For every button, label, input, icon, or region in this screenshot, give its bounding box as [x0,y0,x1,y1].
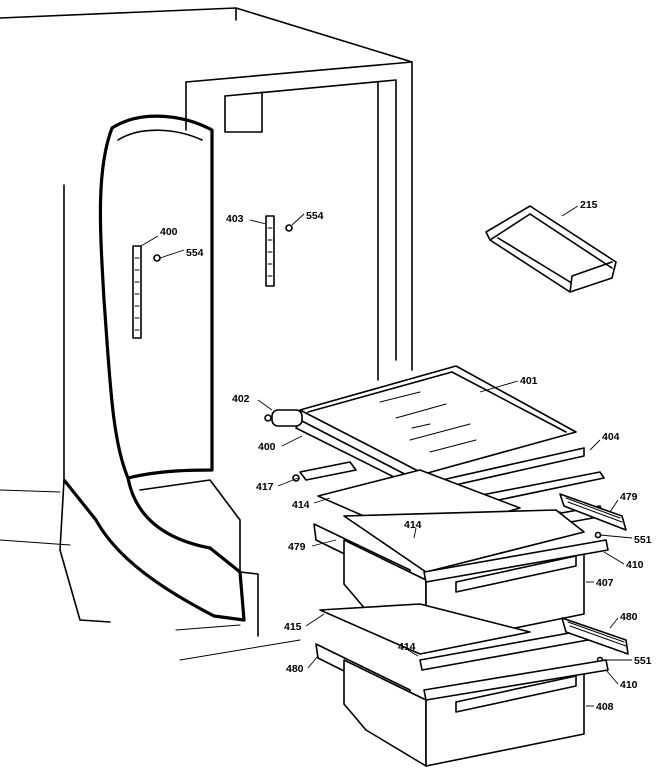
glass-shelf [264,365,585,493]
label-404: 404 [602,431,620,443]
label-554-right: 554 [306,210,324,222]
label-215: 215 [580,199,598,211]
callout-labels: 400 554 403 554 215 401 402 400 404 417 … [160,199,652,713]
label-414-top: 414 [292,499,310,511]
door-bin [485,205,617,293]
label-417: 417 [256,481,274,493]
lower-crisper-drawer [315,643,609,767]
label-414-low: 414 [398,641,416,653]
shelf-support-right [265,215,293,287]
label-402: 402 [232,393,250,405]
shelf-support-left [132,245,161,339]
label-479-right: 479 [620,491,638,503]
upper-slide-rail [559,493,627,539]
label-479-left: 479 [288,541,306,553]
label-403-left: 400 [160,226,178,238]
label-407: 407 [596,577,614,589]
label-414-mid: 414 [404,519,422,531]
label-551-upper: 551 [634,534,652,546]
lower-crisper-cover [319,603,589,671]
label-400: 400 [258,441,276,453]
label-480-left: 480 [286,663,304,675]
label-415: 415 [284,621,302,633]
label-403-right: 403 [226,213,244,225]
label-480-right: 480 [620,611,638,623]
cabinet-shell [0,7,413,546]
label-410-lower: 410 [620,679,638,691]
label-410-upper: 410 [626,559,644,571]
label-408: 408 [596,701,614,713]
label-554-left: 554 [186,247,204,259]
label-551-lower: 551 [634,655,652,667]
label-401: 401 [520,375,538,387]
door-gasket [59,114,301,661]
leader-lines [140,205,633,707]
